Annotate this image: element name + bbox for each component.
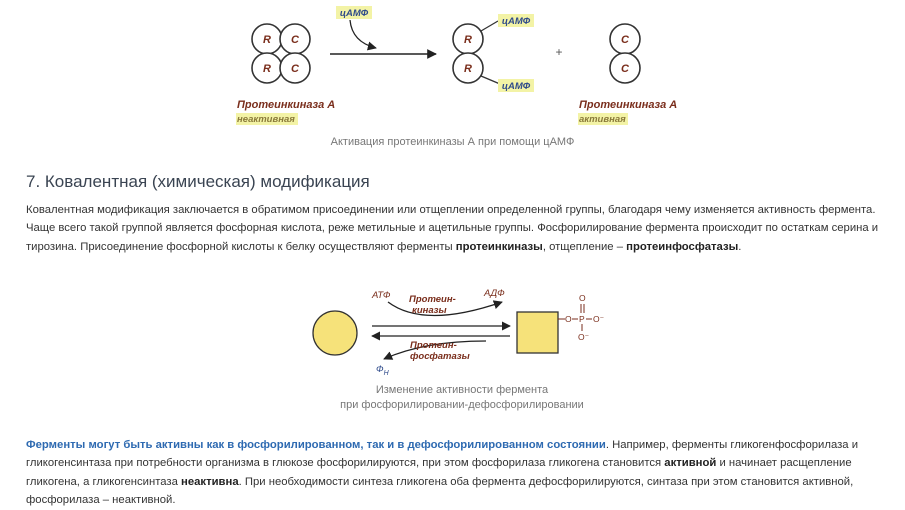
- dephosphorylated-enzyme: [312, 310, 358, 356]
- paragraph-text: . При необходимости синтеза гликогена об…: [26, 475, 854, 506]
- paragraph-text: , отщепление –: [542, 240, 627, 253]
- atom-o: O: [565, 314, 572, 324]
- catalytic-subunits: C C: [609, 23, 641, 84]
- paragraph-text: и начинает расщепление гликогена, а глик…: [26, 457, 852, 488]
- bold-term-inactive: неактивна: [181, 475, 239, 488]
- inactive-enzyme-name: Протеинкиназа A: [237, 99, 335, 111]
- phosphate-group: O P O O⁻ O⁻: [558, 293, 605, 342]
- inactive-state-label: неактивная: [237, 114, 295, 125]
- paragraph-text: .: [738, 240, 742, 253]
- phosphate-main: Ф: [376, 364, 384, 375]
- active-enzyme-name: Протеинкиназа A: [579, 99, 677, 111]
- camp-bond-line: [480, 75, 501, 85]
- camp-bond-line: [480, 20, 499, 32]
- phosphatase-curved-arrow: [383, 340, 487, 360]
- subunit-c-label: C: [291, 63, 300, 75]
- paragraph-text: Ковалентная модификация заключается в об…: [26, 204, 879, 253]
- highlighted-statement: Ферменты могут быть активны как в фосфор…: [26, 439, 606, 451]
- subunit-c: [609, 52, 641, 84]
- subunit-r: [452, 52, 484, 84]
- covalent-modification-paragraph: Ковалентная модификация заключается в об…: [26, 201, 888, 256]
- bold-term-protein-kinases: протеинкиназы: [455, 240, 543, 253]
- subunit-r-label: R: [464, 34, 472, 46]
- phosphate-sub: Н: [384, 370, 390, 377]
- subunit-c-label: C: [291, 34, 300, 46]
- subunit-r-label: R: [263, 63, 271, 75]
- atom-o-minus: O⁻: [578, 332, 590, 342]
- phosphatase-label-line1: Протеин-: [410, 340, 457, 351]
- active-state-label: активная: [579, 114, 626, 125]
- phosphorylation-diagram: АТФ АДФ Протеин- киназы Протеин- фосфата…: [312, 288, 605, 377]
- atom-o-minus: O⁻: [593, 314, 605, 324]
- camp-highlight: [498, 14, 534, 27]
- kinase-curved-arrow: [387, 300, 503, 317]
- kinase-label-line2: киназы: [412, 305, 447, 316]
- plus-sign: +: [555, 45, 562, 59]
- camp-label: цАМФ: [502, 81, 531, 92]
- figure2-caption: Изменение активности фермента при фосфор…: [262, 383, 662, 413]
- atom-p: P: [579, 314, 585, 324]
- pka-activation-diagram: R C R C цАМФ R R цАМФ цАМФ + C C Протеин…: [236, 6, 677, 125]
- figure2-caption-line1: Изменение активности фермента: [375, 384, 549, 396]
- bold-term-active: активной: [664, 457, 717, 470]
- atom-o: O: [579, 293, 586, 303]
- state-highlight: [236, 113, 298, 125]
- subunit-c: [279, 52, 311, 84]
- camp-label: цАМФ: [340, 8, 369, 19]
- bold-term-protein-phosphatases: протеинфосфатазы: [626, 240, 739, 253]
- inactive-complex: R C R C: [251, 23, 311, 84]
- camp-curved-arrow: [349, 19, 377, 51]
- figure2-caption-line2: при фосфорилировании-дефосфорилировании: [340, 399, 584, 411]
- camp-label: цАМФ: [502, 16, 531, 27]
- phosphatase-label-line2: фосфатазы: [410, 351, 470, 362]
- phosphorylated-enzyme: [516, 311, 559, 354]
- camp-highlight: [498, 79, 534, 92]
- camp-highlight: [336, 6, 372, 19]
- section-heading: 7. Ковалентная (химическая) модификация: [26, 172, 370, 191]
- subunit-c-label: C: [621, 34, 630, 46]
- regulatory-dimer: R R цАМФ цАМФ: [452, 14, 534, 92]
- state-highlight: [578, 113, 628, 125]
- paragraph-text: . Например, ферменты гликогенфосфорилаза…: [26, 439, 859, 470]
- adp-label: АДФ: [483, 288, 505, 299]
- kinase-label-line1: Протеин-: [409, 294, 456, 305]
- phosphorylation-state-paragraph: Ферменты могут быть активны как в фосфор…: [26, 436, 888, 509]
- subunit-r-label: R: [464, 63, 472, 75]
- subunit-r-label: R: [263, 34, 271, 46]
- subunit-c-label: C: [621, 63, 630, 75]
- atp-label: АТФ: [371, 290, 391, 301]
- phosphate-label: ФН: [376, 364, 390, 377]
- figure1-caption: Активация протеинкиназы А при помощи цАМ…: [330, 136, 575, 148]
